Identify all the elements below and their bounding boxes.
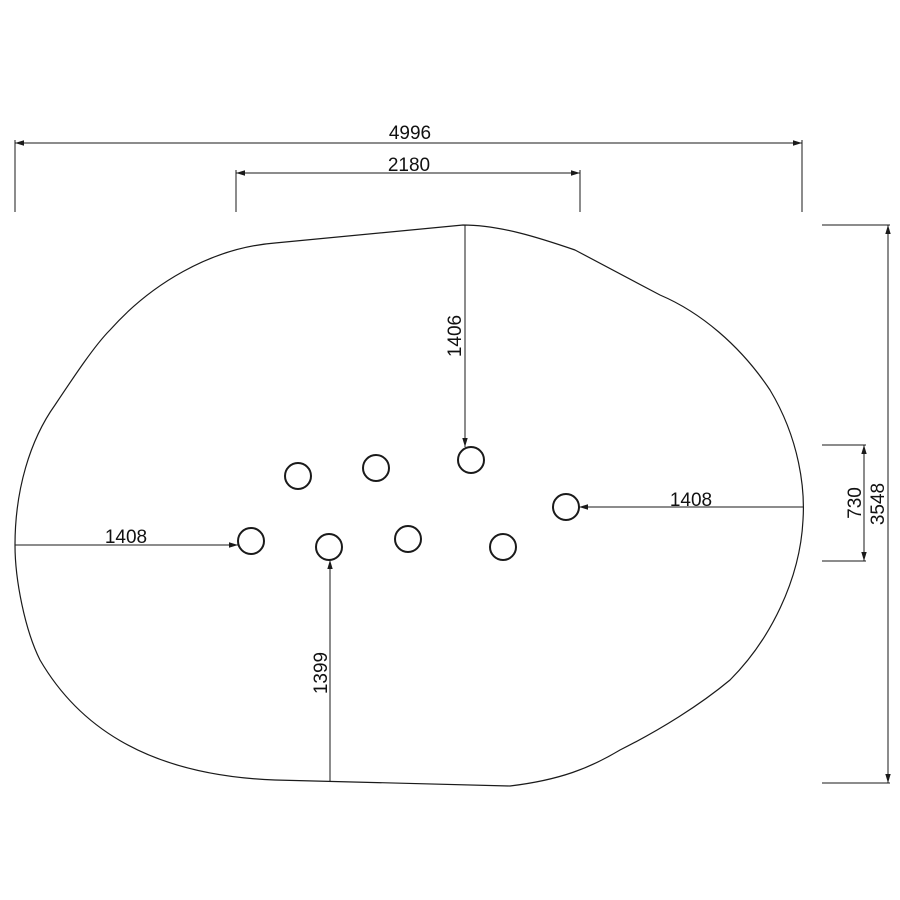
- dim-overall-width: 4996: [14, 123, 803, 212]
- dim-hole-to-bottom: 1399: [311, 560, 333, 781]
- hole: [315, 533, 343, 561]
- plate-outline: [14, 224, 804, 787]
- hole: [457, 446, 485, 474]
- dim-label-inner-width: 2180: [388, 155, 430, 176]
- dim-side-segment: 730: [822, 444, 867, 562]
- dim-left-edge-to-hole: 1408: [15, 527, 238, 548]
- dim-top-to-hole: 1406: [445, 225, 468, 447]
- dim-label-top-to-hole: 1406: [445, 315, 466, 357]
- dim-label-right-hole-to-edge: 1408: [670, 490, 712, 511]
- hole: [489, 533, 517, 561]
- hole: [552, 493, 580, 521]
- hole: [284, 462, 312, 490]
- dim-overall-height: 3548: [822, 224, 891, 784]
- dim-label-overall-width: 4996: [389, 123, 431, 144]
- dim-label-left-edge-to-hole: 1408: [105, 527, 147, 548]
- dim-inner-width: 2180: [235, 155, 581, 212]
- dim-label-overall-height: 3548: [868, 483, 889, 525]
- hole: [362, 454, 390, 482]
- dim-label-hole-to-bottom: 1399: [311, 652, 332, 694]
- hole: [394, 525, 422, 553]
- dim-right-hole-to-edge: 1408: [579, 490, 803, 511]
- holes: [237, 446, 580, 561]
- hole: [237, 527, 265, 555]
- dim-label-side-segment: 730: [845, 487, 866, 519]
